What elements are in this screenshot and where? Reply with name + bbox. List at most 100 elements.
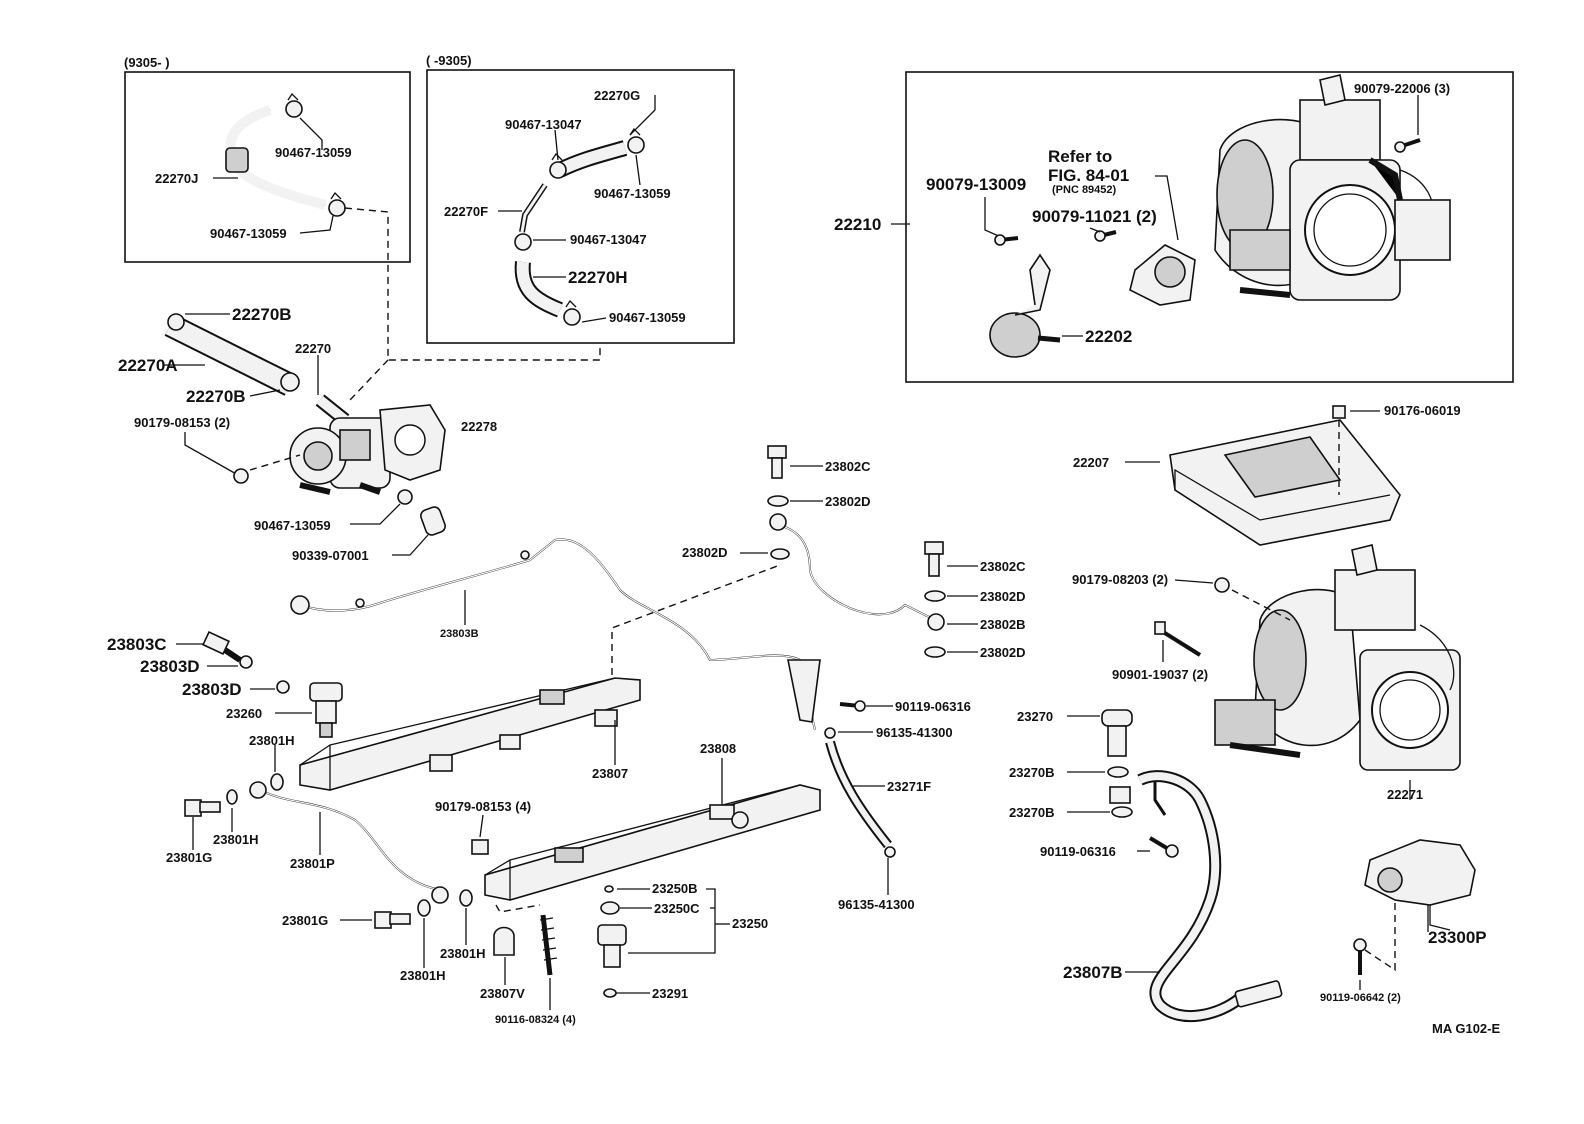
left-inset-date: (9305- ) (124, 55, 170, 70)
dashpot-22202-drawing (989, 253, 1061, 358)
label-23801G: 23801G (282, 913, 328, 928)
label-23807V: 23807V (480, 986, 525, 1001)
label-23802D: 23802D (682, 545, 728, 560)
bolt-icon (1353, 938, 1367, 975)
label-23801G: 23801G (166, 850, 212, 865)
injector-23250-drawing (597, 885, 627, 998)
label-90079-22006-3: 90079-22006 (3) (1354, 81, 1450, 96)
label-90467-13059: 90467-13059 (594, 186, 671, 201)
frame-left-inset (124, 71, 411, 263)
label-90467-13047: 90467-13047 (570, 232, 647, 247)
screw-icon (994, 230, 1117, 246)
label-23802C: 23802C (980, 559, 1026, 574)
label-23250: 23250 (732, 916, 768, 931)
hose-22270F-drawing (519, 183, 548, 233)
label-23802D: 23802D (980, 645, 1026, 660)
frame-right-inset (905, 71, 1514, 383)
throttle-sensor-drawing (1129, 244, 1196, 306)
damper-23260-drawing (309, 682, 343, 738)
label-23807B: 23807B (1063, 963, 1123, 982)
air-valve-22270-drawing (289, 394, 391, 495)
label-23801H: 23801H (440, 946, 486, 961)
label-23803C: 23803C (107, 635, 167, 654)
label-23291: 23291 (652, 986, 688, 1001)
bolt-23802C-drawing (767, 445, 790, 560)
label-22270A: 22270A (118, 356, 178, 375)
label-23802C: 23802C (825, 459, 871, 474)
label-23300P: 23300P (1428, 928, 1487, 947)
label-23801H: 23801H (249, 733, 295, 748)
label-22270H: 22270H (568, 268, 628, 287)
nut-icon (1332, 405, 1346, 419)
label-23271F: 23271F (887, 779, 931, 794)
label-90467-13059: 90467-13059 (254, 518, 331, 533)
clamp-icon (514, 127, 645, 326)
label-23260: 23260 (226, 706, 262, 721)
middle-inset-date: ( -9305) (426, 53, 472, 68)
refer-note-line1: Refer to (1048, 147, 1112, 166)
label-22278: 22278 (461, 419, 497, 434)
label-90079-13009: 90079-13009 (926, 175, 1026, 194)
refer-note-line2: FIG. 84-01 (1048, 166, 1129, 185)
bolt-23801G-drawing (184, 799, 411, 929)
hose-22270J-drawing (225, 105, 327, 210)
label-23801P: 23801P (290, 856, 335, 871)
label-90179-08203-2: 90179-08203 (2) (1072, 572, 1168, 587)
union-23803C-drawing (202, 630, 290, 694)
label-23802B: 23802B (980, 617, 1026, 632)
label-90339-07001: 90339-07001 (292, 548, 369, 563)
hose-22270G-drawing (556, 140, 628, 178)
label-22270G: 22270G (594, 88, 640, 103)
stud-icon (539, 914, 558, 976)
label-90467-13047: 90467-13047 (505, 117, 582, 132)
label-22270B: 22270B (186, 387, 246, 406)
label-90119-06316: 90119-06316 (895, 699, 971, 714)
label-90119-06642-2: 90119-06642 (2) (1320, 992, 1401, 1004)
delivery-pipe-23808-drawing (484, 784, 821, 901)
label-23250C: 23250C (654, 901, 700, 916)
label-90179-08153-4: 90179-08153 (4) (435, 799, 531, 814)
label-90179-08153-2: 90179-08153 (2) (134, 415, 230, 430)
delivery-pipe-23807-drawing (299, 677, 641, 791)
label-90901-19037-2: 90901-19037 (2) (1112, 667, 1208, 682)
label-22270: 22270 (295, 341, 331, 356)
label-23803D: 23803D (140, 657, 200, 676)
label-22210: 22210 (834, 215, 881, 234)
bolt-icon (824, 700, 896, 858)
throttle-body-inset-drawing (1214, 74, 1451, 301)
insulator-23807V-drawing (493, 926, 515, 956)
label-23250B: 23250B (652, 881, 698, 896)
label-90116-08324-4: 90116-08324 (4) (495, 1014, 576, 1026)
label-23801H: 23801H (213, 832, 259, 847)
label-22207: 22207 (1073, 455, 1109, 470)
label-23801H: 23801H (400, 968, 446, 983)
label-90467-13059: 90467-13059 (275, 145, 352, 160)
label-23270: 23270 (1017, 709, 1053, 724)
label-22270B: 22270B (232, 305, 292, 324)
fuel-pipe-23803B-drawing (290, 538, 821, 731)
label-23803B: 23803B (440, 628, 479, 640)
label-90176-06019: 90176-06019 (1384, 403, 1461, 418)
label-96135-41300: 96135-41300 (838, 897, 915, 912)
label-22270J: 22270J (155, 171, 198, 186)
label-23808: 23808 (700, 741, 736, 756)
hose-22270H-drawing (514, 261, 564, 318)
gasket-22278-drawing (379, 404, 446, 481)
label-96135-41300: 96135-41300 (876, 725, 953, 740)
bolt-23802C-drawing (924, 541, 946, 658)
clamp-icon (285, 92, 346, 217)
frame-middle-inset (426, 69, 735, 344)
label-90467-13059: 90467-13059 (609, 310, 686, 325)
label-90467-13059: 90467-13059 (210, 226, 287, 241)
label-23802D: 23802D (980, 589, 1026, 604)
label-90119-06316: 90119-06316 (1040, 844, 1116, 859)
bolt-icon (1148, 836, 1179, 858)
vsv-23300P-drawing (1364, 839, 1476, 931)
label-22202: 22202 (1085, 327, 1132, 346)
label-22271: 22271 (1387, 787, 1423, 802)
label-23802D: 23802D (825, 494, 871, 509)
label-23270B: 23270B (1009, 805, 1055, 820)
throttle-body-22271-drawing (1214, 544, 1461, 771)
refer-note-line3: (PNC 89452) (1052, 184, 1117, 196)
